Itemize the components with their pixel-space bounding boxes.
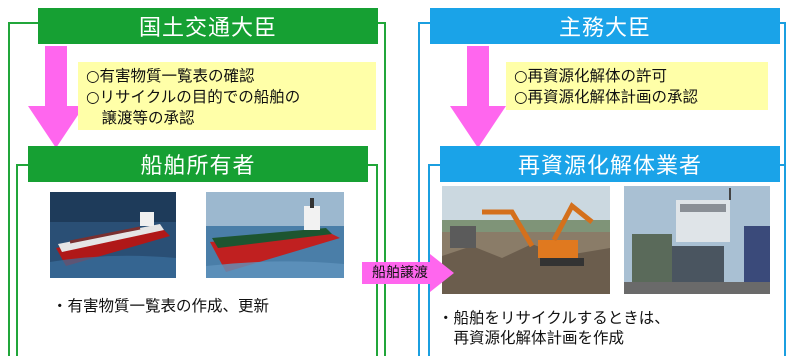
left-down-arrow-shape	[28, 46, 84, 148]
ship-transfer-arrow	[362, 254, 454, 292]
dismantling-photo	[624, 186, 770, 294]
right-down-arrow-shape	[450, 46, 506, 148]
ship-transfer-arrow-shape	[362, 254, 454, 292]
left-authority-item-1: ○有害物質一覧表の確認	[86, 67, 255, 85]
recycler-bullet: ・船舶をリサイクルするときは、 再資源化解体計画を作成	[438, 308, 778, 348]
recycler-bullet-line-2: 再資源化解体計画を作成	[438, 329, 625, 347]
left-authority-item-3: 譲渡等の承認	[86, 109, 195, 127]
ship-photo-1	[50, 192, 176, 278]
owner-header: 船舶所有者	[28, 146, 368, 182]
right-authority-item-1: ○再資源化解体の許可	[514, 67, 668, 85]
right-authority-item-2: ○再資源化解体計画の承認	[514, 88, 699, 106]
left-top-header: 国土交通大臣	[38, 8, 378, 44]
right-top-header-label: 主務大臣	[558, 16, 651, 41]
left-down-arrow	[28, 46, 84, 148]
right-top-header: 主務大臣	[430, 8, 780, 44]
ship-transfer-label: 船舶譲渡	[372, 265, 428, 281]
recycler-header-label: 再資源化解体業者	[517, 154, 702, 179]
owner-header-label: 船舶所有者	[140, 154, 256, 179]
right-authority-note: ○再資源化解体の許可 ○再資源化解体計画の承認	[506, 62, 768, 110]
left-top-header-label: 国土交通大臣	[138, 16, 277, 41]
recycler-bullet-line-1: ・船舶をリサイクルするときは、	[438, 309, 670, 327]
right-down-arrow	[450, 46, 506, 148]
ship-photo-2	[206, 192, 344, 278]
left-authority-item-2: ○リサイクルの目的での船舶の	[86, 88, 301, 106]
owner-bullet: ・有害物質一覧表の作成、更新	[52, 297, 270, 315]
left-authority-note: ○有害物質一覧表の確認 ○リサイクルの目的での船舶の 譲渡等の承認	[78, 62, 376, 130]
recycling-yard-photo	[442, 186, 610, 294]
recycler-header: 再資源化解体業者	[440, 146, 780, 182]
